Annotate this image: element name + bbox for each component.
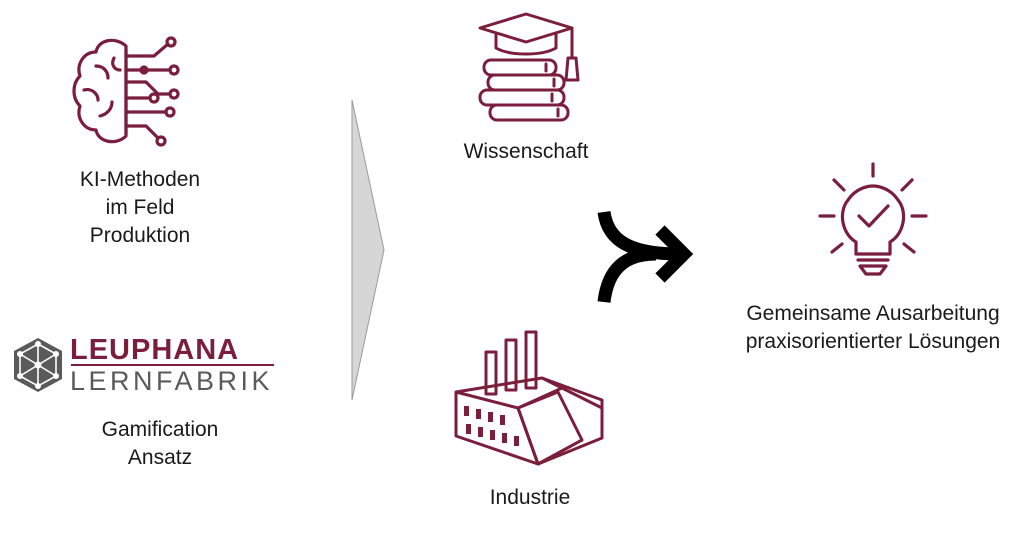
logo-divider	[71, 364, 274, 366]
ki-methods-label: KI-Methoden im Feld Produktion	[40, 166, 240, 250]
graduation-books-icon	[478, 12, 580, 122]
brain-circuit-icon	[72, 36, 180, 147]
gamification-label: Gamification Ansatz	[60, 416, 260, 472]
merge-arrow-icon	[597, 210, 694, 303]
result-line-1: Gemeinsame Ausarbeitung	[746, 302, 1000, 325]
ki-label-line-3: Produktion	[89, 224, 191, 247]
ki-label-line-1: KI-Methoden	[79, 168, 201, 191]
ki-label-line-2: im Feld	[105, 196, 175, 219]
logo-wordmark-top: LEUPHANA	[70, 334, 240, 366]
result-label: Gemeinsame Ausarbeitung praxisorientiert…	[722, 300, 1024, 356]
science-label: Wissenschaft	[463, 140, 589, 163]
leuphana-hexagon-icon	[14, 338, 62, 392]
factory-icon	[454, 330, 604, 466]
gamification-line-1: Gamification	[101, 418, 219, 441]
chevron-arrow-shape	[351, 99, 385, 401]
lightbulb-check-icon	[818, 162, 928, 276]
industry-label: Industrie	[489, 486, 571, 509]
logo-wordmark-bottom: LERNFABRIK	[70, 366, 274, 396]
result-line-2: praxisorientierter Lösungen	[745, 330, 1001, 353]
gamification-line-2: Ansatz	[127, 446, 193, 469]
